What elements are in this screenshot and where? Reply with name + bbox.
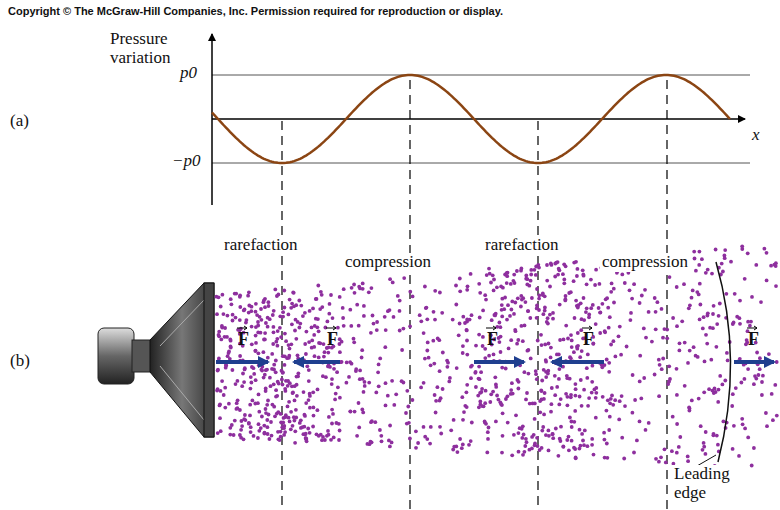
region-label: compression <box>600 253 690 272</box>
copyright-notice: Copyright © The McGraw-Hill Companies, I… <box>8 5 503 17</box>
tick-label: p0 <box>180 64 197 83</box>
callout-label: Leading edge <box>672 465 746 502</box>
region-label: rarefaction <box>483 236 561 255</box>
tick-label: −p0 <box>172 152 200 171</box>
panel-label: (a) <box>10 112 29 131</box>
force-label: F <box>236 330 251 350</box>
force-label: F <box>325 330 340 350</box>
pressure-wave <box>212 75 730 163</box>
dashed-guides <box>282 80 667 510</box>
force-label: F <box>746 330 761 350</box>
force-label: F <box>581 330 596 350</box>
loudspeaker <box>98 283 214 437</box>
leading-edge-arc <box>716 262 731 462</box>
force-arrows <box>216 360 774 364</box>
force-label: F <box>485 330 500 350</box>
axis-title: Pressure variation <box>110 30 198 67</box>
panel-label: (b) <box>10 352 30 371</box>
x-axis <box>212 118 745 120</box>
region-label: compression <box>343 253 433 272</box>
air-molecules <box>215 244 779 467</box>
axis-label: x <box>752 126 760 145</box>
region-label: rarefaction <box>222 236 300 255</box>
